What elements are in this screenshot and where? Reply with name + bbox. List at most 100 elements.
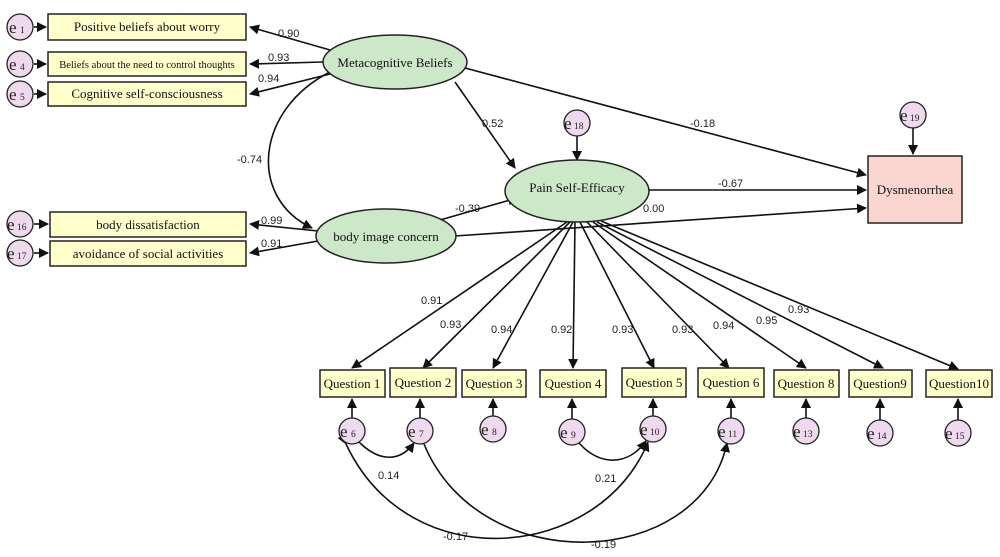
error-index: 4 <box>20 63 25 73</box>
svg-text:e: e <box>340 422 348 441</box>
latent-pain-self-efficacy: Pain Self-Efficacy <box>504 159 650 223</box>
svg-text:e: e <box>793 422 801 441</box>
path-pain-q8 <box>592 221 807 369</box>
svg-text:e: e <box>560 423 568 442</box>
coef-cov-e6-e10: -0.17 <box>443 531 468 543</box>
coef-q3: 0.94 <box>491 324 512 336</box>
coef-body-avoid: 0.91 <box>261 238 282 250</box>
svg-text:e: e <box>900 106 908 125</box>
question-box-2: Question 2 <box>389 367 457 398</box>
error-index: 15 <box>955 432 965 442</box>
error-index: 7 <box>419 430 424 440</box>
coef-body-pain: -0.39 <box>455 203 480 215</box>
path-pain-q1 <box>351 221 568 369</box>
question-label: Question 3 <box>466 376 523 391</box>
path-body-dys <box>454 203 867 237</box>
latent-label: Metacognitive Beliefs <box>337 55 452 70</box>
path-pain-q5 <box>579 221 655 369</box>
coef-q4: 0.92 <box>551 324 572 336</box>
svg-text:e: e <box>408 422 416 441</box>
question-label: Question10 <box>929 376 989 391</box>
question-label: Question 6 <box>703 375 760 390</box>
question-box-3: Question 3 <box>461 369 527 398</box>
path-pain-q9 <box>596 221 884 369</box>
error-index: 14 <box>877 432 887 442</box>
error-index: 1 <box>20 26 25 36</box>
indicator-label: avoidance of social activities <box>73 246 224 261</box>
indicator-label: Positive beliefs about worry <box>74 19 221 34</box>
coef-q6: 0.93 <box>672 324 693 336</box>
error-index: 10 <box>650 428 660 438</box>
svg-text:e: e <box>9 85 17 104</box>
indicator-label: body dissatisfaction <box>96 217 200 232</box>
cov-e6-e7 <box>350 433 415 458</box>
error-index: 16 <box>17 223 27 233</box>
coef-meta-pain: 0.52 <box>482 118 503 130</box>
path-pain-q2 <box>422 221 571 369</box>
coef-cov-e6-e7: 0.14 <box>378 470 399 482</box>
svg-text:e: e <box>718 422 726 441</box>
cov-e9-e10 <box>570 433 647 461</box>
coef-cov-e9-e10: 0.21 <box>595 473 616 485</box>
coef-q8: 0.94 <box>713 320 734 332</box>
question-box-1: Question 1 <box>319 369 386 398</box>
indicator-body-dissatisfaction: body dissatisfaction <box>49 211 247 238</box>
svg-text:e: e <box>7 244 15 263</box>
path-meta-pain <box>454 81 516 169</box>
question-label: Question 8 <box>778 376 835 391</box>
svg-text:e: e <box>7 215 15 234</box>
cov-e6-e10 <box>337 433 650 540</box>
path-pain-q4 <box>568 221 579 369</box>
coef-pain-dys: -0.67 <box>718 178 743 190</box>
latent-body-image-concern: body image concern <box>315 208 457 264</box>
coef-body-dissat: 0.99 <box>261 215 282 227</box>
svg-text:e: e <box>564 114 572 133</box>
outcome-label: Dysmenorrhea <box>877 182 954 197</box>
cov-e7-e11 <box>415 433 731 543</box>
coef-cov-e7-e11: -0.19 <box>591 539 616 551</box>
question-label: Question9 <box>853 376 906 391</box>
question-box-6: Question 6 <box>697 367 765 398</box>
coef-meta-body-cov: -0.74 <box>237 154 262 166</box>
error-index: 17 <box>17 252 27 262</box>
indicator-label: Cognitive self-consciousness <box>71 86 222 101</box>
question-label: Question 5 <box>626 375 683 390</box>
indicator-cognitive-self: Cognitive self-consciousness <box>47 81 247 107</box>
cov-meta-body <box>267 63 341 229</box>
indicator-need-control: Beliefs about the need to control though… <box>47 51 247 77</box>
coef-meta-control: 0.93 <box>268 52 289 64</box>
svg-text:e: e <box>867 424 875 443</box>
path-pain-q3 <box>492 221 574 369</box>
coef-q5: 0.93 <box>612 324 633 336</box>
svg-text:e: e <box>9 18 17 37</box>
question-box-5: Question 5 <box>621 367 687 398</box>
indicator-avoidance: avoidance of social activities <box>49 240 247 267</box>
coef-q1: 0.91 <box>421 295 442 307</box>
coef-meta-dys: -0.18 <box>690 118 715 130</box>
path-pain-q10 <box>600 220 959 371</box>
path-meta-control <box>249 58 324 69</box>
path-body-avoid <box>249 240 319 257</box>
path-body-pain <box>439 195 518 221</box>
path-body-dissat <box>249 219 319 232</box>
coef-body-dys: 0.00 <box>643 203 664 215</box>
coef-meta-positive: 0.90 <box>278 28 299 40</box>
path-meta-positive <box>249 24 331 51</box>
question-label: Question 1 <box>324 376 381 391</box>
question-box-4: Question 4 <box>539 369 607 398</box>
error-index: 13 <box>803 430 813 440</box>
